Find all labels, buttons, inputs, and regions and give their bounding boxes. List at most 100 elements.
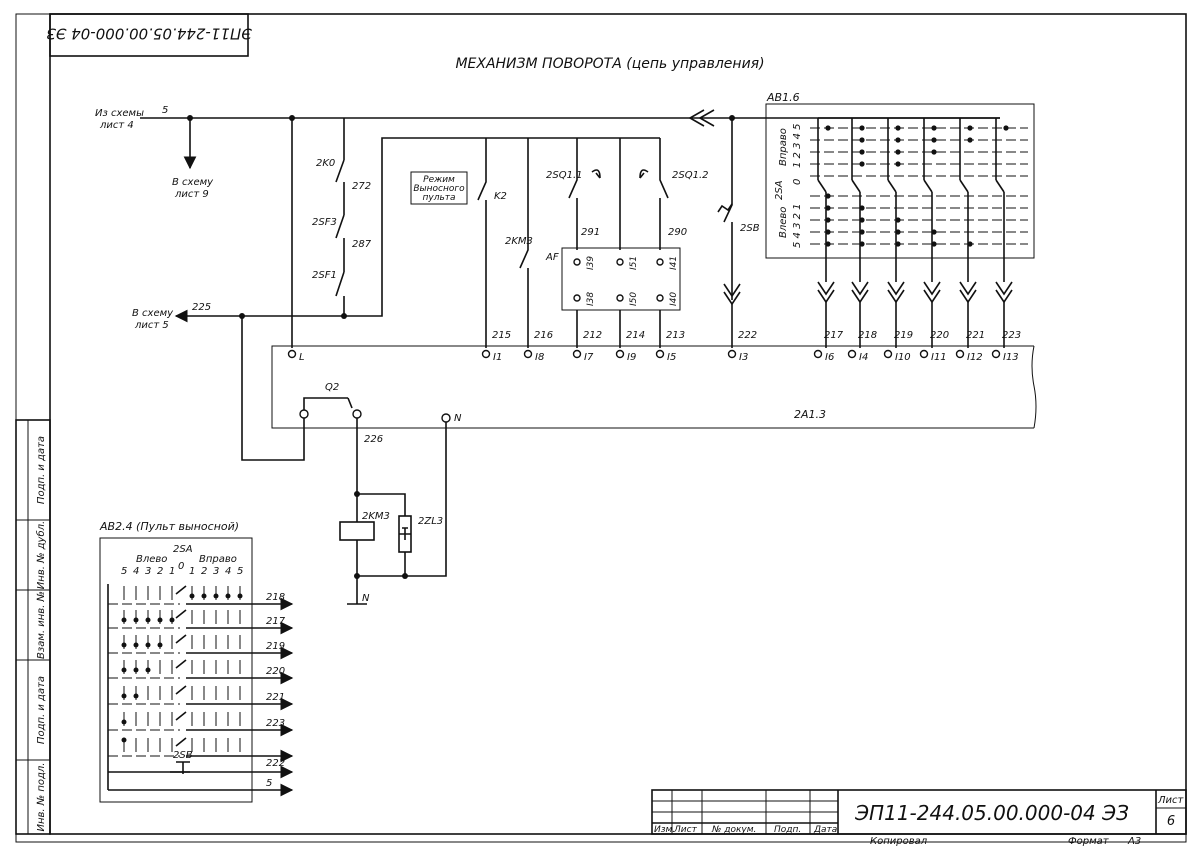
- controller-wire-number: 214: [626, 330, 645, 341]
- position-label-right: 2: [201, 566, 207, 577]
- controller-wire-number: 212: [583, 330, 602, 341]
- position-label-left: 5: [121, 566, 127, 577]
- diagram-title: МЕХАНИЗМ ПОВОРОТА (цепь управления): [455, 56, 764, 72]
- ab16-title: AB1.6: [766, 91, 800, 104]
- controller-terminal: [287, 349, 297, 359]
- sf3-label: 2SF3: [312, 217, 337, 228]
- from-sheet-label: лист 4: [99, 120, 134, 131]
- top-stamp-text: ЭП11-244.05.00.000-04 ЭЗ: [46, 25, 253, 43]
- position-label-left: 1: [169, 566, 175, 577]
- contact-dot: [133, 617, 139, 623]
- tb-sheet-no: 6: [1167, 814, 1175, 829]
- contact-dot: [133, 693, 139, 699]
- ab16-right-positions: 1 2 3 4 5: [792, 123, 803, 168]
- contact-dot: [121, 667, 127, 673]
- controller-input-label: I1: [493, 352, 502, 363]
- wire-291-label: 291: [581, 227, 600, 238]
- contact-dot: [859, 125, 865, 131]
- contact-dot: [169, 617, 175, 623]
- contact-dot: [859, 137, 865, 143]
- controller-input-label: I13: [1003, 352, 1019, 363]
- zl3-label: 2ZL3: [418, 516, 443, 527]
- switch-blade: [175, 685, 187, 695]
- controller-wire-number: 216: [534, 330, 553, 341]
- controller-input-label: I4: [859, 352, 868, 363]
- plug-chevron: [817, 281, 835, 304]
- ab16-box: [765, 103, 1035, 259]
- ab24-right-label: Вправо: [199, 554, 237, 565]
- switch-blade: [175, 609, 187, 619]
- switch-blade: [995, 179, 1005, 193]
- controller-input-label: I11: [931, 352, 947, 363]
- ab24-sb: 2SB: [173, 750, 193, 761]
- to-scheme-b-label: В схему: [132, 308, 174, 319]
- tb-h2: Лист: [673, 825, 698, 835]
- switch-blade: [175, 634, 187, 644]
- controller-wire-number: 215: [492, 330, 511, 341]
- sb-label: 2SB: [740, 223, 760, 234]
- contact-dot: [237, 593, 243, 599]
- controller-input-label: I10: [895, 352, 911, 363]
- contact-dot: [895, 161, 901, 167]
- af-in-3: I41: [669, 256, 679, 270]
- push-button-symbol: [170, 761, 190, 774]
- af-out-1: I38: [586, 292, 596, 306]
- k0-label: 2K0: [316, 158, 335, 169]
- contact-dot: [145, 667, 151, 673]
- tb-format-label: Формат: [1068, 836, 1110, 847]
- mode-box-line2: Выносного: [413, 184, 465, 194]
- km3-coil: [339, 521, 375, 541]
- side-stamp-3: Взам. инв. №: [36, 591, 47, 659]
- output-label: 217: [266, 616, 286, 627]
- tb-h5: Дата: [813, 825, 837, 835]
- controller-input-label: I12: [967, 352, 983, 363]
- controller-wire-number: 220: [930, 330, 949, 341]
- remote-mode-box: [410, 171, 468, 205]
- side-stamp-2: Инв. № дубл.: [35, 521, 47, 589]
- output-label: 223: [266, 718, 285, 729]
- position-label-right: 3: [213, 566, 219, 577]
- ab24-zero: 0: [178, 561, 184, 572]
- output-label: 221: [266, 692, 285, 703]
- plug-chevron: [923, 281, 941, 304]
- switch-blade: [175, 711, 187, 721]
- contact-dot: [225, 593, 231, 599]
- sq11-label: 2SQ1.1: [546, 170, 582, 181]
- controller-terminal: [847, 349, 857, 359]
- contact-dot: [121, 737, 127, 743]
- controller-terminal: [919, 349, 929, 359]
- controller-wire-number: 223: [1002, 330, 1021, 341]
- controller-wire-number: 217: [824, 330, 844, 341]
- ab24-box: [99, 537, 253, 803]
- contact-dot: [931, 137, 937, 143]
- ab24-sa: 2SA: [173, 544, 193, 555]
- output-label-222: 222: [266, 758, 285, 769]
- controller-input-label: I8: [535, 352, 544, 363]
- to-sheet-b-label: лист 5: [134, 320, 169, 331]
- controller-input-label: I3: [739, 352, 748, 363]
- ab16-left-positions: 5 4 3 2 1: [792, 203, 803, 248]
- ab16-sa: 2SA: [774, 180, 785, 200]
- switch-blade: [887, 179, 897, 193]
- contact-dot: [121, 693, 127, 699]
- contact-dot: [967, 125, 973, 131]
- contact-dot: [825, 125, 831, 131]
- switch-blade: [959, 179, 969, 193]
- contact-dot: [157, 642, 163, 648]
- controller-terminal: [955, 349, 965, 359]
- plug-chevron: [887, 281, 905, 304]
- controller-terminal: [727, 349, 737, 359]
- output-label: 220: [266, 666, 285, 677]
- contact-dot: [201, 593, 207, 599]
- position-label-left: 2: [157, 566, 163, 577]
- output-label: 219: [266, 641, 285, 652]
- k2-label: K2: [494, 191, 507, 202]
- contact-dot: [213, 593, 219, 599]
- contact-dot: [121, 642, 127, 648]
- switch-blade: [175, 737, 187, 747]
- position-label-left: 3: [145, 566, 151, 577]
- af-out-3: I40: [669, 292, 679, 306]
- controller-terminal: [883, 349, 893, 359]
